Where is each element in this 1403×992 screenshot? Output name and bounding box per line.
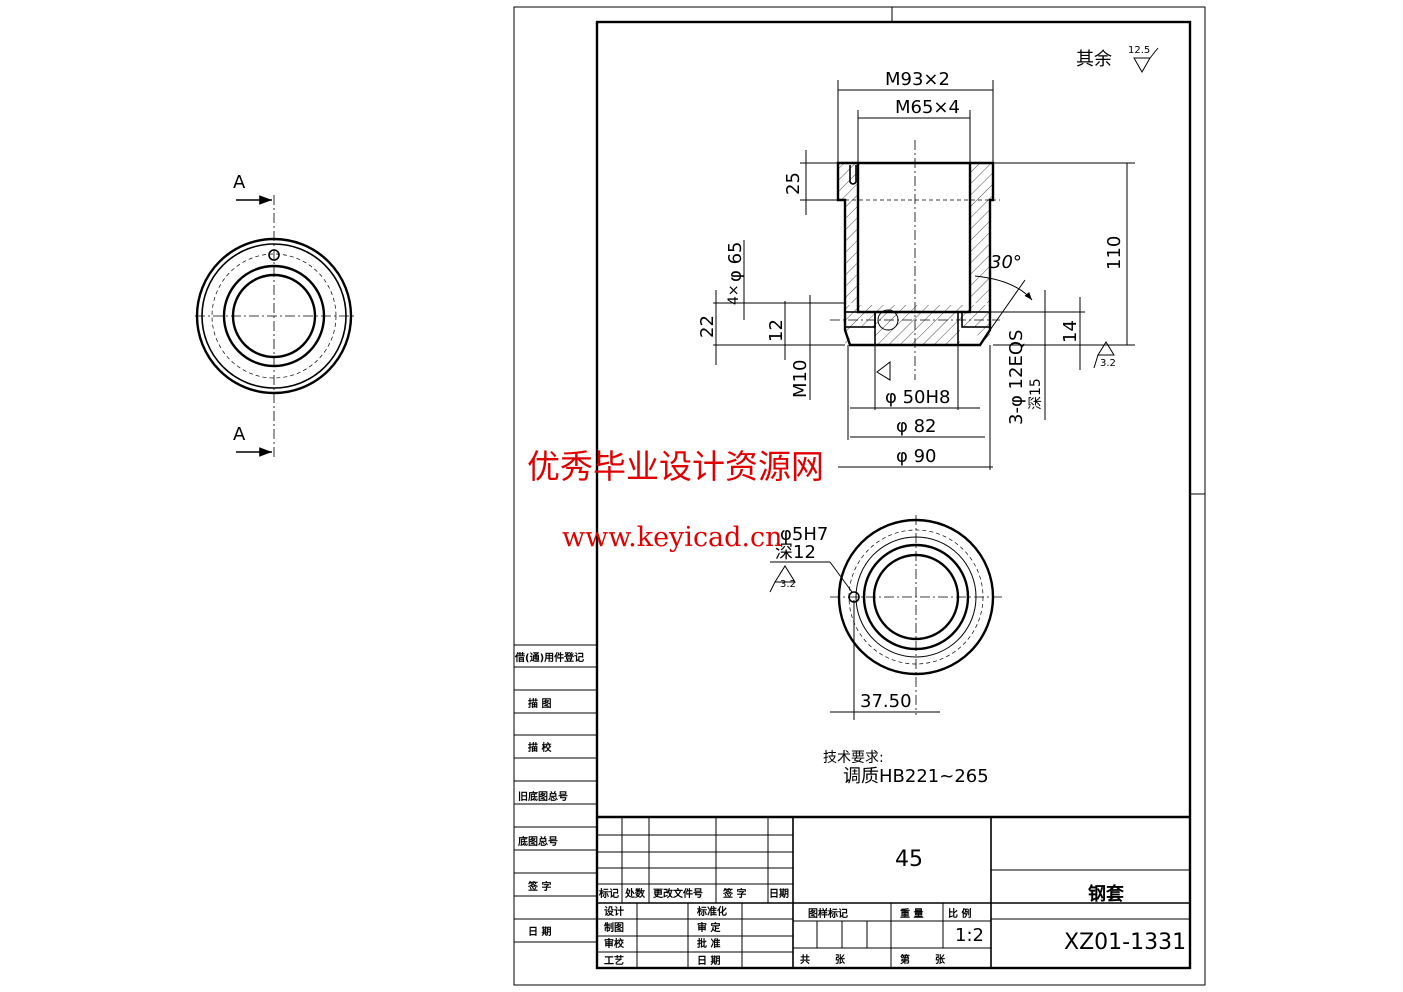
rev-header: 标记: [598, 887, 619, 900]
material: 45: [895, 847, 923, 872]
rev-header: 处数: [624, 887, 646, 900]
dim-m65: M65×4: [895, 97, 960, 118]
left-col-label: 描 图: [528, 697, 551, 710]
roughness-value: 3.2: [1100, 358, 1116, 369]
roughness-value-pin: 3.2: [780, 579, 796, 590]
watermark-title: 优秀毕业设计资源网: [527, 447, 824, 486]
dim-25: 25: [783, 172, 804, 195]
rev-header: 更改文件号: [653, 887, 703, 900]
dim-m93: M93×2: [885, 69, 950, 90]
dimension-texts: M93×2 M65×4 25 110 φ 65 4× 22 12 M10 30°…: [697, 69, 1125, 467]
dim-m10: M10: [790, 360, 811, 398]
roughness-rest-value: 12.5: [1128, 45, 1150, 56]
sign-label: 制图: [604, 921, 624, 934]
watermark-url: www.keyicad.cn: [562, 522, 783, 553]
left-view: A A: [195, 172, 355, 460]
roughness-symbol-icon: [1133, 47, 1159, 74]
dim-phi65: φ 65: [725, 242, 746, 283]
dim-holes-depth: 深15: [1028, 378, 1044, 410]
dim-pin-depth: 深12: [775, 542, 816, 563]
bottom-view: 3.2 φ5H7 深12 37.50: [769, 515, 1005, 720]
section-view: [830, 140, 1000, 380]
dim-4x: 4×: [726, 284, 742, 305]
scale-label: 比 例: [948, 907, 971, 920]
sign-label: 日 期: [697, 954, 720, 967]
sign-label: 设计: [604, 905, 624, 918]
dim-phi82: φ 82: [896, 416, 937, 437]
left-col-label: 日 期: [528, 925, 551, 938]
roughness-rest-label: 其余: [1076, 49, 1112, 70]
rev-header: 日期: [769, 887, 789, 900]
dim-pin-hole: φ5H7: [780, 524, 828, 545]
left-col-label: 借(通)用件登记: [514, 651, 584, 664]
roughness-symbol-icon: [769, 565, 796, 593]
tech-req-line1: 调质HB221~265: [843, 766, 989, 787]
left-col-label: 底图总号: [518, 835, 558, 848]
roughness-symbol-icon: [1093, 341, 1115, 369]
tech-req-title: 技术要求:: [823, 750, 884, 766]
sheet-unit: 张: [835, 953, 846, 966]
dim-37-50: 37.50: [860, 691, 912, 712]
roughness-symbol-icon: [876, 360, 891, 381]
total-sheets-label: 共: [800, 953, 810, 966]
dim-12: 12: [766, 319, 787, 342]
dim-phi50: φ 50H8: [885, 387, 951, 408]
dim-110: 110: [1104, 236, 1125, 270]
dim-22: 22: [697, 315, 718, 338]
dimension-lines: [713, 80, 1135, 470]
scale-value: 1:2: [955, 925, 984, 946]
title-block: [597, 815, 1190, 968]
left-column-table: 借(通)用件登记 描 图 描 校 旧底图总号 底图总号 签 字 日 期: [514, 644, 597, 943]
sheet-no-label: 第: [900, 953, 910, 966]
left-col-label: 描 校: [528, 741, 552, 754]
dim-angle30: 30°: [990, 252, 1022, 273]
sign-label: 审 定: [697, 921, 720, 934]
dim-holes: 3-φ 12EQS: [1006, 330, 1027, 425]
left-col-label: 签 字: [527, 880, 551, 893]
section-label-top: A: [233, 172, 246, 193]
rev-header: 签 字: [722, 887, 746, 900]
sign-label: 审校: [604, 937, 625, 950]
part-name: 钢套: [1088, 883, 1124, 905]
sign-label: 批 准: [697, 937, 720, 950]
sign-label: 标准化: [696, 905, 727, 918]
sheet-unit: 张: [935, 953, 946, 966]
pattern-mark-label: 图样标记: [808, 907, 848, 920]
dim-14: 14: [1060, 320, 1081, 343]
weight-label: 重 量: [900, 907, 923, 920]
sign-label: 工艺: [604, 954, 624, 967]
section-label-bottom: A: [233, 424, 246, 445]
drawing-number: XZ01-1331: [1064, 930, 1186, 955]
left-col-label: 旧底图总号: [518, 790, 568, 803]
dim-phi90: φ 90: [896, 446, 937, 467]
drawing-frame: [513, 6, 1206, 986]
